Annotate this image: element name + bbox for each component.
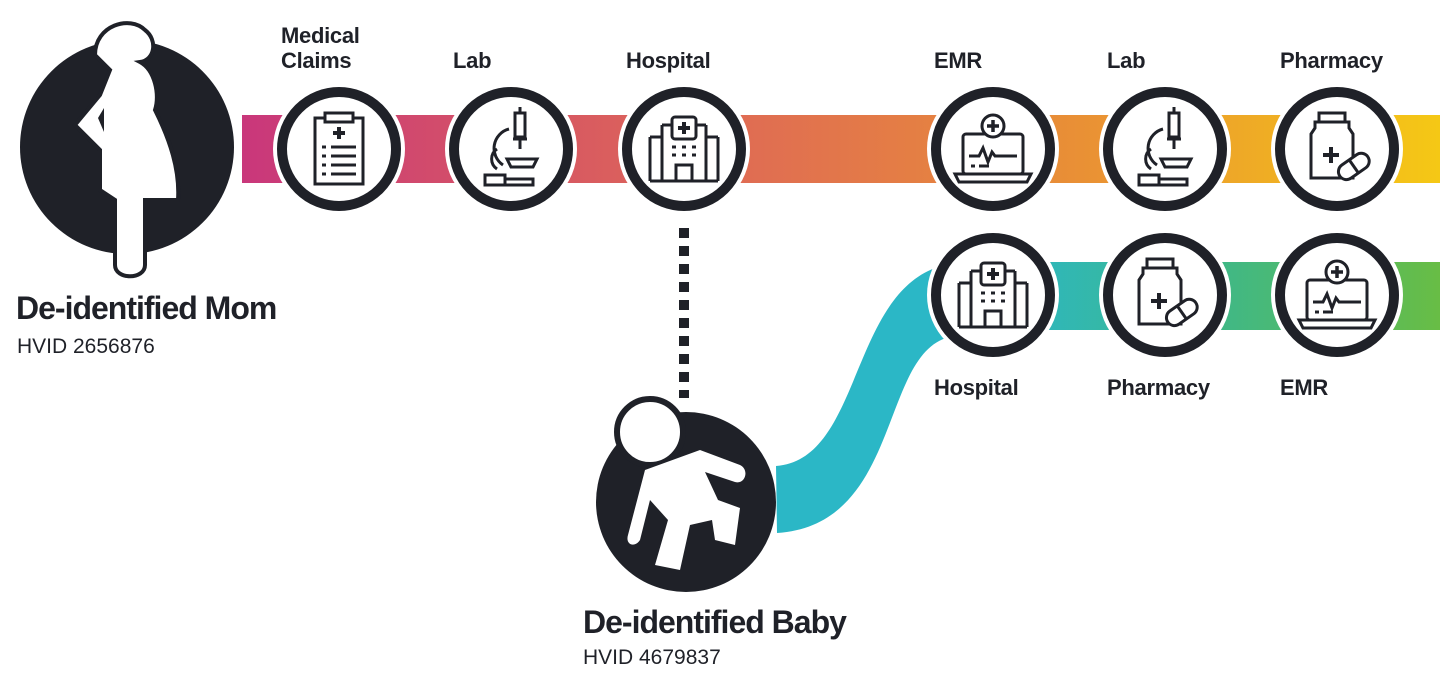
label-line: Medical bbox=[281, 23, 360, 48]
baby-node-hospital bbox=[927, 229, 1059, 361]
mom-avatar bbox=[20, 21, 234, 279]
mom-title: De-identified Mom bbox=[16, 290, 277, 326]
label-hospital: Hospital bbox=[626, 48, 711, 73]
baby-avatar bbox=[596, 396, 776, 592]
label-pharmacy: Pharmacy bbox=[1280, 48, 1383, 73]
label-lab: Lab bbox=[453, 48, 492, 73]
baby-title: De-identified Baby bbox=[583, 604, 847, 640]
label-baby-hospital: Hospital bbox=[934, 375, 1019, 400]
mom-hvid: HVID 2656876 bbox=[17, 335, 155, 358]
mom-node-emr bbox=[927, 83, 1059, 215]
label-emr: EMR bbox=[934, 48, 982, 73]
label-medical-claims: Medical Claims bbox=[281, 23, 360, 73]
baby-connector-curve bbox=[776, 268, 946, 533]
baby-hvid: HVID 4679837 bbox=[583, 646, 721, 669]
mom-node-hospital bbox=[618, 83, 750, 215]
baby-node-pharmacy bbox=[1099, 229, 1231, 361]
mom-node-lab-2 bbox=[1099, 83, 1231, 215]
mom-node-lab bbox=[445, 83, 577, 215]
label-baby-pharmacy: Pharmacy bbox=[1107, 375, 1210, 400]
mom-journey-band bbox=[242, 115, 1440, 183]
label-baby-emr: EMR bbox=[1280, 375, 1328, 400]
mom-node-medical-claims bbox=[273, 83, 405, 215]
baby-node-emr bbox=[1271, 229, 1403, 361]
mom-node-pharmacy bbox=[1271, 83, 1403, 215]
label-line: Claims bbox=[281, 48, 352, 73]
label-lab-2: Lab bbox=[1107, 48, 1146, 73]
